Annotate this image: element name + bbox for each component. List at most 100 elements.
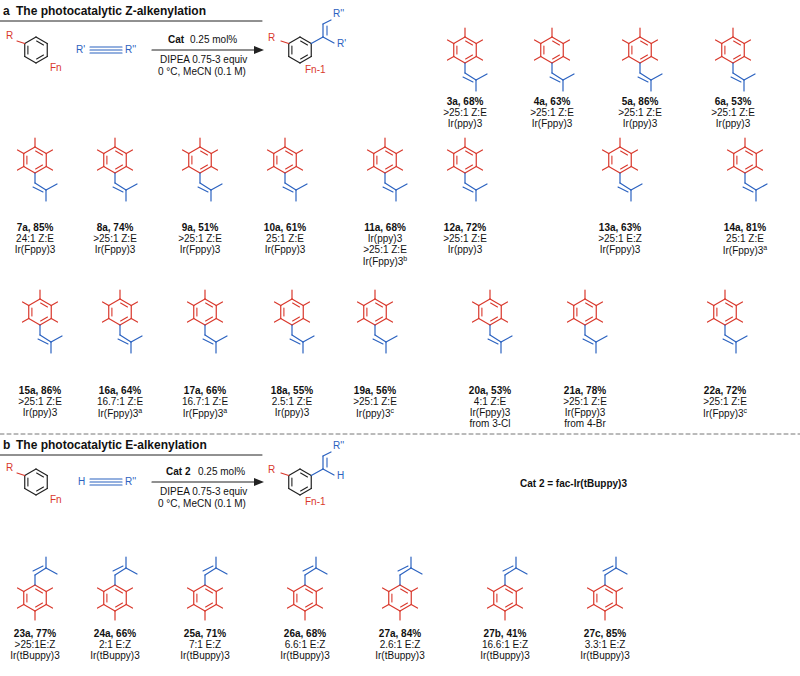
ring-bond [216,592,217,605]
compound-yield: 27b, 41% [484,628,527,639]
caption-line: Ir(ppy)3 [443,118,487,129]
label-text: 0.25 mol% [198,466,245,478]
ring-bond [490,319,501,326]
fluorine-bond [476,57,482,61]
caption-text: from 3-Cl [469,418,510,429]
ring-bond [35,585,46,592]
ring-bond [291,46,292,54]
alkene-bond [516,568,527,574]
fluorine-bond [131,302,137,306]
ring-bond [376,156,377,164]
ring-bond [629,57,640,64]
ring-bond [552,57,563,64]
substituent-bond [744,138,745,147]
alkene-bond [383,187,393,192]
alkene-bond [119,325,120,335]
ring-bond [465,147,476,154]
ring-bond [478,306,479,319]
fluorine-bond [448,57,454,61]
caption-text: Ir(tBuppy)3 [375,650,424,661]
ring-bond [104,147,115,154]
alkene-bond [326,26,327,35]
ring-bond [26,594,27,602]
alkene-bond [398,566,408,571]
fluorine-bond [368,150,374,154]
fluorine-bond [623,40,629,44]
compound-yield: 11a, 68% [364,222,406,233]
alkene-bond [304,575,305,585]
caption-line: Ir(ppy)3 [271,407,313,418]
ring-bond [201,151,208,155]
ring-bond [104,167,115,174]
alkene-bond [756,184,767,190]
ring-bond [289,37,300,44]
ring-bond [628,44,629,57]
caption-text: Ir(tBuppy)3 [480,650,529,661]
ring-bond [466,165,473,169]
alkene-bond [39,325,40,335]
substituent-bond [199,138,200,147]
ring-bond [713,306,714,319]
caption-text: 25:1 Z:E [726,233,764,244]
ring-bond [641,55,648,59]
compound-caption: 5a, 86%>25:1 Z:EIr(ppy)3 [618,96,662,129]
substituent-bond [732,28,733,37]
alkene-bond [385,342,386,353]
substituent-bond [284,138,285,147]
caption-text: 4:1 Z:E [474,396,506,407]
fluorine-bond [473,302,479,306]
fluorine-bond [316,588,322,592]
alkene-bond [126,184,137,190]
alkene-bond [476,74,487,80]
alkene-bond [216,568,227,574]
ring-bond [389,585,400,592]
ring-bond [37,41,44,45]
ring-bond [453,154,454,167]
caption-text: Ir(tBuppy)3 [10,650,59,661]
caption-line: 6a, 53% [711,96,755,107]
ring-bond [301,55,308,59]
ring-bond [491,317,498,321]
caption-text: Ir(Fppy)3 [600,244,641,255]
footnote-mark: b [403,255,407,262]
alkene-bond [38,339,48,344]
compound-caption: 16a, 64%16.7:1 Z:EIr(Fppy)3a [97,385,143,419]
ring-bond [216,306,217,319]
compound-caption: 9a, 51%>25:1 Z:EIr(Fppy)3 [178,222,222,255]
ring-bond [454,57,465,64]
fluorine-bond [268,150,274,154]
caption-line: Ir(ppy)3 [443,244,487,255]
ring-bond [540,44,541,57]
ring-bond [476,154,477,167]
ring-bond [300,37,311,44]
caption-text: 2:1 E:Z [99,639,131,650]
caption-line: 8a, 74% [93,222,137,233]
caption-line: 12a, 72% [443,222,487,233]
caption-line: 26a, 68% [280,628,329,639]
fluorine-bond [216,302,222,306]
caption-text: Ir(Fppy)3 [180,244,221,255]
label-text: R'' [333,440,344,452]
caption-text: >25:1 Z:E [563,396,607,407]
ring-bond [476,44,477,57]
ring-bond [286,151,293,155]
caption-line: Ir(Fppy)3 [15,244,56,255]
ring-bond [593,592,594,605]
header-rule [0,455,262,456]
ring-bond [300,469,311,476]
label-text: R'' [333,8,344,20]
label-text: R'' [125,476,136,488]
caption-text: Ir(ppy)3 [356,408,390,419]
ring-bond [211,154,212,167]
ring-bond [131,306,132,319]
ring-bond [280,306,281,319]
ring-bond [41,303,48,307]
alkene-bond [46,568,57,574]
caption-text: 16.7:1 Z:E [97,396,143,407]
ring-bond [466,41,473,45]
ring-bond [293,317,300,321]
alkene-bond [199,173,200,183]
ring-bond [386,165,393,169]
ring-bond [389,605,400,612]
